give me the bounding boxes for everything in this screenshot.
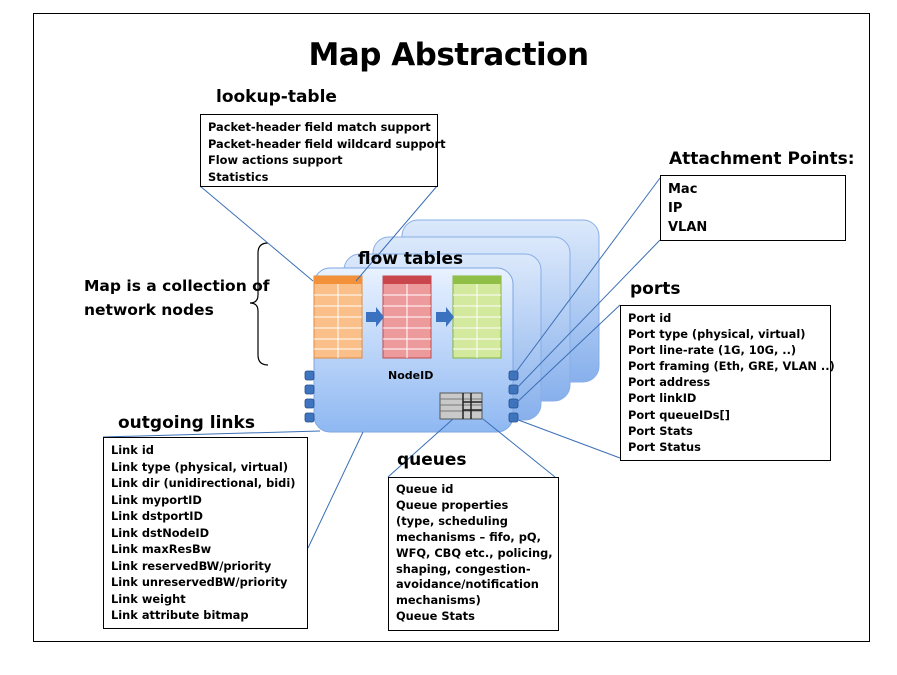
arrow-icon <box>436 307 454 327</box>
lookup-table-item: Flow actions support <box>208 153 343 167</box>
attachment-point-item: Mac <box>668 182 698 197</box>
outgoing-links-heading: outgoing links <box>118 413 255 433</box>
connector-lines <box>102 177 661 549</box>
link-item: Link dstNodeID <box>111 525 210 540</box>
lookup-table-item: Packet-header field wildcard support <box>208 136 446 151</box>
queue-icon <box>439 392 483 420</box>
queue-item: avoidance/notification <box>396 577 539 592</box>
link-item: Link myportID <box>111 492 202 507</box>
link-item: Link maxResBw <box>111 542 212 556</box>
queue-item: shaping, congestion- <box>396 561 531 576</box>
link-item: Link type (physical, virtual) <box>111 459 289 474</box>
flow-table-green <box>452 275 502 359</box>
port-item: Port type (physical, virtual) <box>628 327 806 342</box>
link-item: Link reservedBW/priority <box>111 558 272 573</box>
ports-box: Port id Port type (physical, virtual) Po… <box>620 305 835 461</box>
port-connectors-left <box>304 370 315 423</box>
ports-heading: ports <box>630 279 681 299</box>
flow-table-red <box>382 275 432 359</box>
attachment-points-heading: Attachment Points: <box>669 149 855 169</box>
queue-item: Queue id <box>396 482 454 496</box>
port-item: Port address <box>628 375 711 390</box>
lookup-table-box: Packet-header field match support Packet… <box>200 114 446 187</box>
queue-item: WFQ, CBQ etc., policing, <box>396 545 553 560</box>
flow-table-orange <box>313 275 363 359</box>
link-item: Link dir (unidirectional, bidi) <box>111 476 296 490</box>
port-item: Port framing (Eth, GRE, VLAN ..) <box>628 359 835 374</box>
attachment-points-box: Mac IP VLAN <box>660 175 846 241</box>
link-item: Link weight <box>111 591 186 606</box>
page-title: Map Abstraction <box>308 37 589 73</box>
queue-item: mechanisms) <box>396 593 481 608</box>
queue-item: Queue Stats <box>396 609 475 624</box>
map-description: Map is a collection of network nodes <box>84 274 270 322</box>
queue-item: mechanisms – fifo, pQ, <box>396 529 541 544</box>
node-id-label: NodeID <box>388 369 434 382</box>
queue-item: (type, scheduling <box>396 513 508 528</box>
lookup-table-item: Statistics <box>208 169 269 184</box>
link-item: Link id <box>111 443 154 457</box>
outgoing-links-box: Link id Link type (physical, virtual) Li… <box>103 437 308 629</box>
port-item: Port id <box>628 311 672 325</box>
link-item: Link dstportID <box>111 509 203 523</box>
curly-brace <box>249 242 269 366</box>
attachment-point-item: IP <box>668 201 683 216</box>
flow-tables-label: flow tables <box>358 249 464 269</box>
queues-heading: queues <box>397 450 467 470</box>
link-item: Link unreservedBW/priority <box>111 575 288 589</box>
port-item: Port line-rate (1G, 10G, ..) <box>628 343 797 358</box>
queue-item: Queue properties <box>396 497 509 512</box>
arrow-icon <box>366 307 384 327</box>
port-item: Port queueIDs[] <box>628 407 730 422</box>
queues-box: Queue id Queue properties (type, schedul… <box>388 477 559 631</box>
map-description-line: network nodes <box>84 301 214 319</box>
port-item: Port linkID <box>628 391 697 406</box>
attachment-point-item: VLAN <box>668 220 708 235</box>
port-item: Port Status <box>628 439 701 454</box>
slide-frame <box>33 13 870 642</box>
lookup-table-item: Packet-header field match support <box>208 120 431 134</box>
link-item: Link attribute bitmap <box>111 608 249 622</box>
port-item: Port Stats <box>628 423 693 438</box>
lookup-table-heading: lookup-table <box>216 87 337 107</box>
map-description-line: Map is a collection of <box>84 277 270 295</box>
